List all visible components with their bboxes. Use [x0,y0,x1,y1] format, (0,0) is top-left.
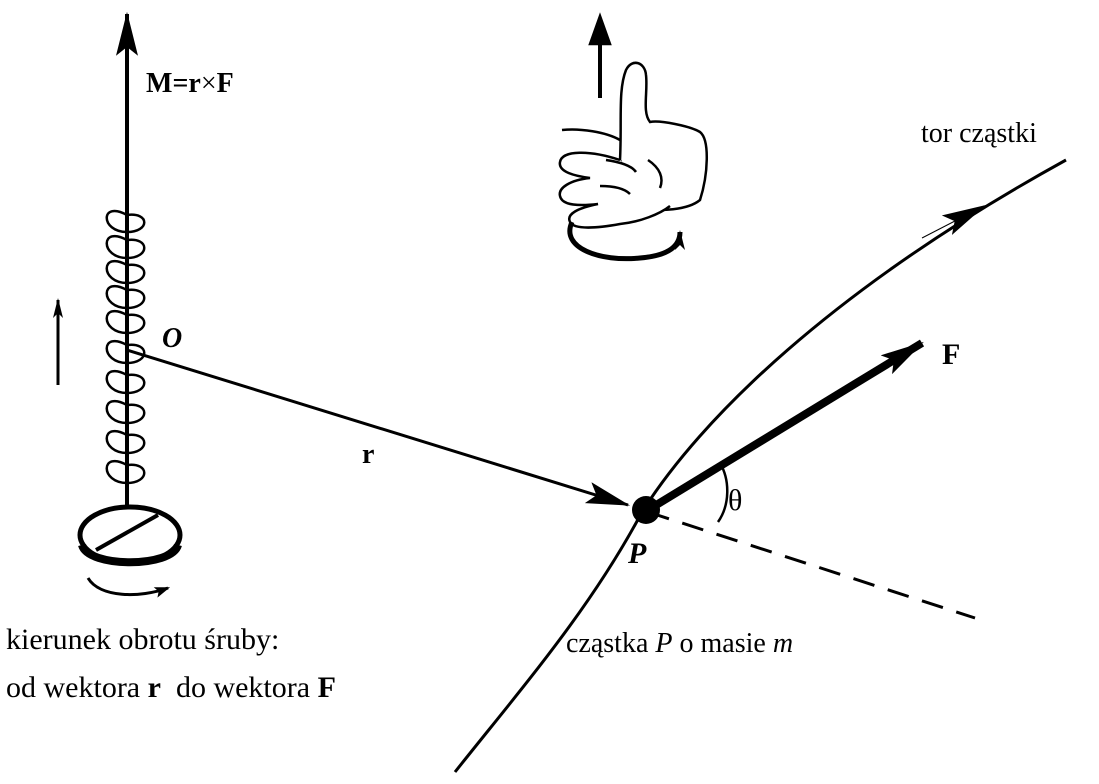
r-vector-label: r [362,439,374,470]
r-extension-dashed [647,510,976,620]
theta-angle-arc [716,462,729,523]
particle-caption: cząstka P o masie m [566,628,793,659]
particle-caption-mid: o masie [673,628,773,659]
origin-label: O [162,323,182,354]
theta-label: θ [728,484,742,517]
trajectory-curve [453,158,1067,773]
screw-caption-r: r [148,671,161,704]
particle-caption-P: P [654,628,672,659]
moment-eq: = [172,68,188,99]
moment-equation-label: M=r×F [146,68,234,99]
moment-r: r [188,68,200,99]
screw-head-icon [77,504,183,567]
screw-caption-mid: do wektora [161,671,318,704]
screw-helix-icon [105,209,146,510]
screw-caption-line1: kierunek obrotu śruby: [6,623,279,656]
moment-F: F [217,68,234,99]
screw-rotation-arrow-icon [86,577,171,598]
particle-dot [632,496,660,524]
force-label: F [942,338,960,371]
particle-caption-pre: cząstka [566,628,655,659]
r-vector-arrow [126,348,631,507]
thumb-up-hand-icon [558,12,708,229]
screw-caption-F: F [318,671,336,704]
trajectory-label: tor cząstki [921,118,1037,149]
moment-cross: × [201,68,217,99]
screw-caption-line2: od wektora r do wektora F [6,671,336,704]
hand-rotation-arrow-icon [567,220,685,262]
moment-M: M [146,68,172,99]
screw-caption-pre: od wektora [6,671,148,704]
particle-label: P [627,537,647,570]
particle-caption-m: m [773,628,793,659]
force-vector-arrow [645,339,925,514]
trajectory-direction-arrow [921,204,986,239]
